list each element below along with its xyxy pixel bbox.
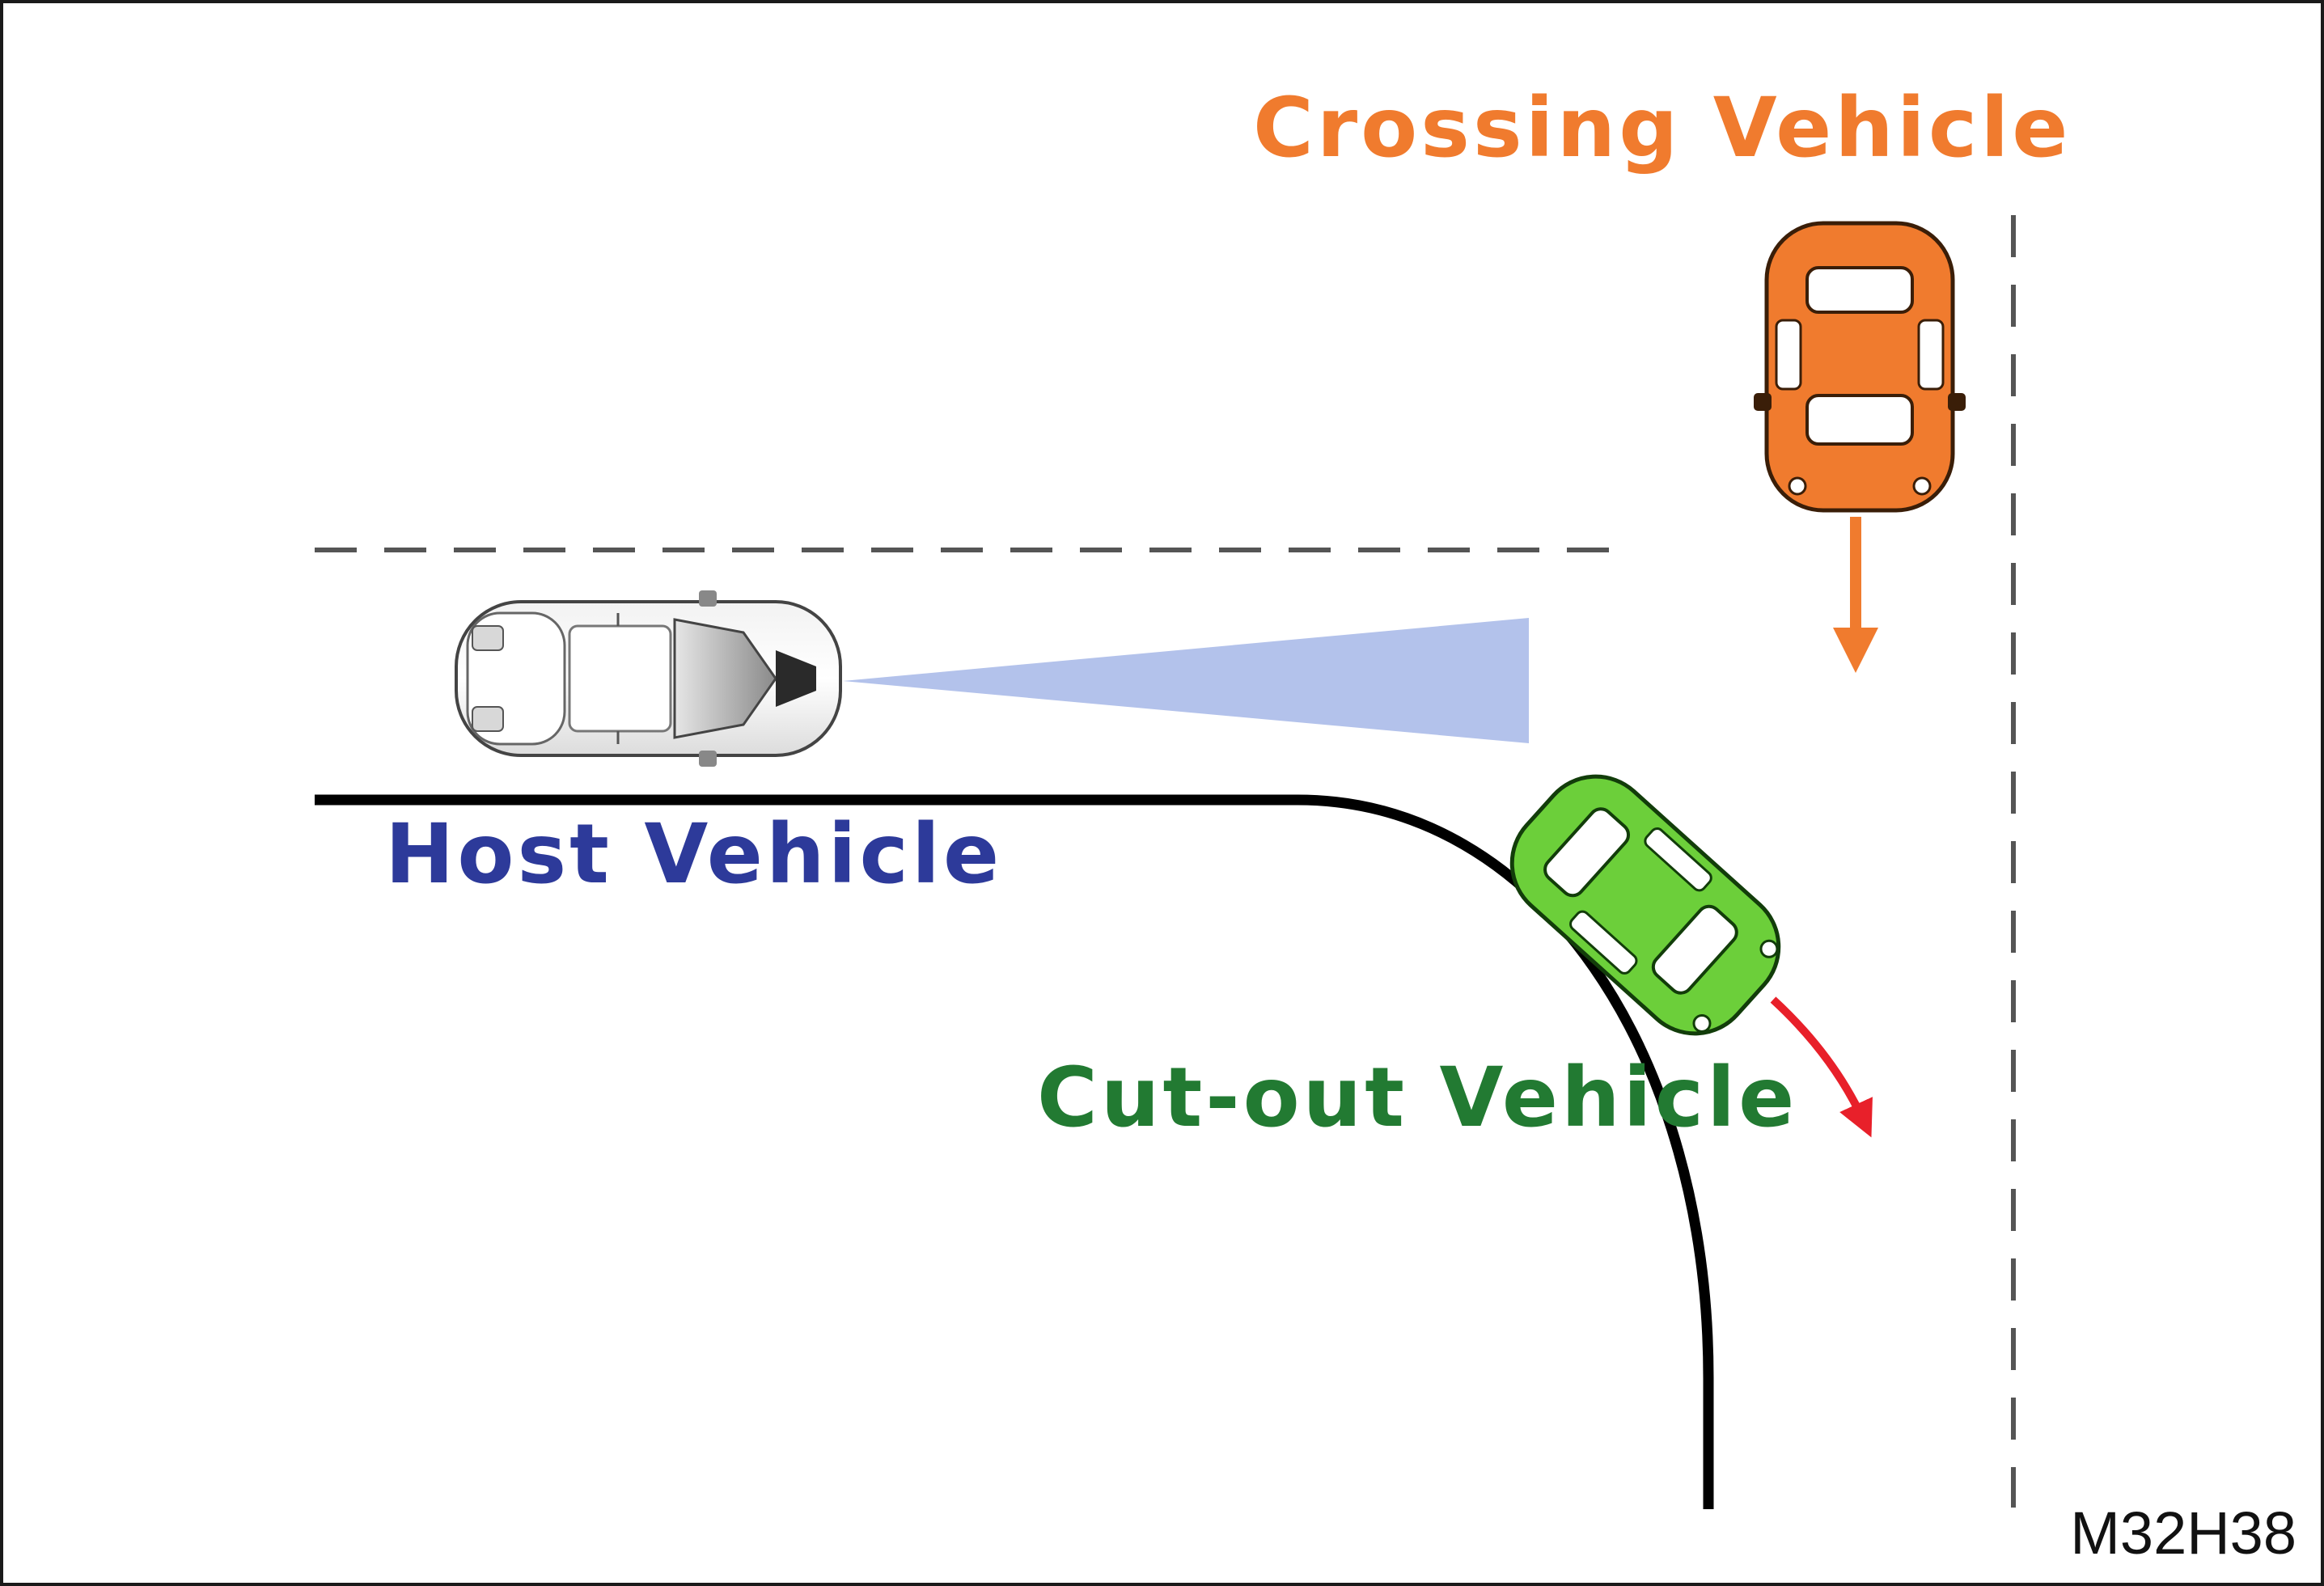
cutout-vehicle-icon xyxy=(1509,774,1781,1036)
cutout-vehicle-label: Cut-out Vehicle xyxy=(1037,1050,1798,1146)
road-edge-curve xyxy=(315,794,1714,1509)
crossing-vehicle-label: Crossing Vehicle xyxy=(1253,80,2072,176)
sensor-beam xyxy=(843,618,1529,743)
host-vehicle-icon xyxy=(455,590,842,767)
host-vehicle-label: Host Vehicle xyxy=(385,806,1003,903)
road-scene xyxy=(315,215,2016,1509)
figure-code: M32H38 xyxy=(2070,1499,2296,1567)
cutout-direction-arrow xyxy=(1770,996,1873,1138)
crossing-vehicle-icon xyxy=(1754,221,1966,513)
